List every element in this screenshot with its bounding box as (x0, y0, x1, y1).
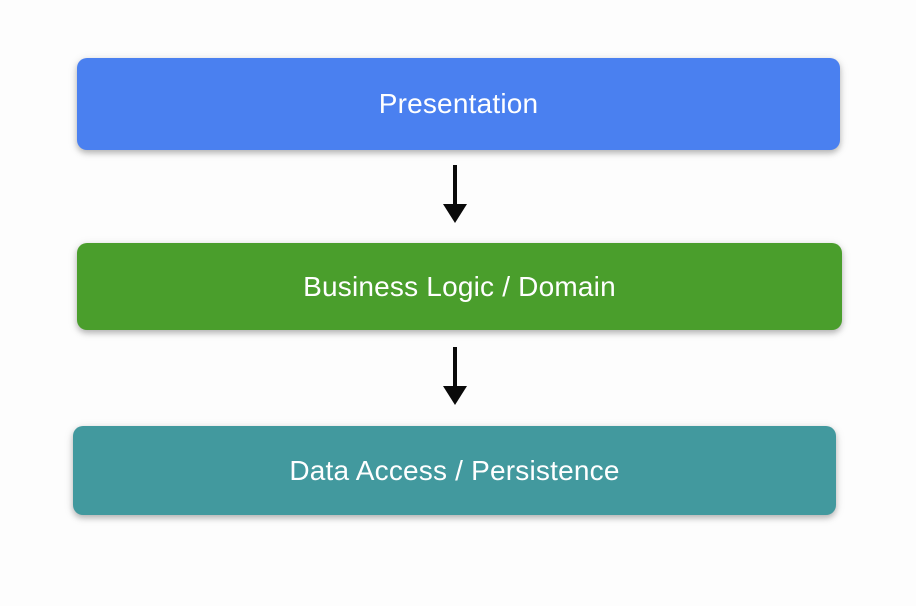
layer-label-business-logic: Business Logic / Domain (303, 270, 616, 302)
layer-label-presentation: Presentation (378, 88, 539, 119)
layer-label-data-access: Data Access / Persistence (289, 454, 620, 486)
layer-box-data-access[interactable]: Data Access / Persistence (73, 426, 836, 515)
connector-presentation-to-business (431, 163, 479, 225)
layer-box-business-logic[interactable]: Business Logic / Domain (77, 243, 842, 330)
layer-box-presentation[interactable]: Presentation (77, 58, 840, 150)
down-arrow-icon (443, 347, 467, 405)
down-arrow-icon (443, 165, 467, 223)
connector-business-to-data (431, 345, 479, 407)
